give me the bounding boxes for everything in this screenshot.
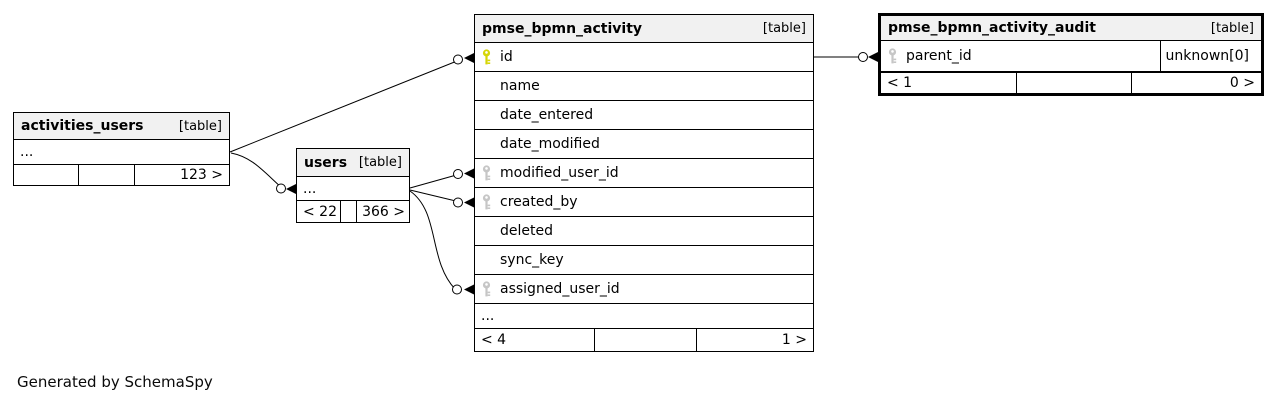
relationship-connector-activity-to-audit — [814, 52, 878, 62]
table-header: pmse_bpmn_activity [table] — [475, 15, 813, 43]
table-activities-users[interactable]: activities_users [table] ... 123 > — [13, 112, 230, 186]
table-tag: [table] — [762, 21, 806, 36]
ellipsis-text: ... — [303, 180, 317, 197]
table-header: pmse_bpmn_activity_audit [table] — [881, 16, 1261, 41]
column-row-assigned-user-id: assigned_user_id — [475, 275, 813, 304]
column-row-name: name — [475, 72, 813, 101]
no-key-spacer — [481, 223, 493, 239]
column-row-sync-key: sync_key — [475, 246, 813, 275]
table-tag: [table] — [1210, 20, 1254, 36]
column-row-date-entered: date_entered — [475, 101, 813, 130]
table-name: users — [304, 154, 348, 171]
column-type: unknown[0] — [1160, 41, 1255, 71]
footer-cell — [594, 329, 696, 351]
generator-credit: Generated by SchemaSpy — [17, 373, 213, 391]
ellipsis-text: ... — [481, 308, 495, 324]
column-name: assigned_user_id — [500, 281, 620, 297]
foreign-key-icon — [481, 165, 493, 181]
column-name: modified_user_id — [500, 165, 619, 181]
footer-children-count: 366 > — [356, 201, 409, 222]
table-footer: < 22 366 > — [297, 201, 409, 222]
relationship-connector-activities-to-users — [230, 152, 296, 194]
table-tag: [table] — [358, 155, 402, 170]
relationship-connector-users-to-created-by — [409, 189, 474, 208]
column-name: id — [500, 49, 513, 65]
ellipsis-text: ... — [20, 144, 34, 160]
column-name: created_by — [500, 194, 578, 210]
column-row-parent-id: parent_id unknown[0] — [881, 41, 1261, 72]
column-row-id: id — [475, 43, 813, 72]
foreign-key-icon — [887, 48, 899, 64]
table-footer: 123 > — [14, 165, 229, 185]
no-key-spacer — [481, 107, 493, 123]
table-pmse-bpmn-activity[interactable]: pmse_bpmn_activity [table] id name date_… — [474, 14, 814, 352]
footer-cell — [78, 165, 134, 185]
foreign-key-icon — [481, 281, 493, 297]
relationship-connector-users-to-modified-user-id — [409, 168, 474, 189]
column-name: date_entered — [500, 107, 594, 123]
table-name: pmse_bpmn_activity — [482, 20, 643, 37]
footer-cell — [14, 165, 78, 185]
foreign-key-icon — [481, 194, 493, 210]
footer-parents-count: < 22 — [303, 203, 337, 220]
column-name: sync_key — [500, 252, 564, 268]
column-name: parent_id — [906, 48, 972, 64]
footer-children-count: 0 > — [1131, 73, 1261, 93]
table-footer: < 1 0 > — [881, 72, 1261, 93]
primary-key-icon — [481, 49, 493, 65]
table-tag: [table] — [178, 118, 222, 134]
columns-ellipsis-row: ... — [297, 177, 409, 201]
table-header: activities_users [table] — [14, 113, 229, 140]
relationship-connector-users-to-assigned-user-id — [409, 190, 474, 295]
column-row-modified-user-id: modified_user_id — [475, 159, 813, 188]
footer-parents-count: < 1 — [887, 75, 913, 91]
footer-cell — [340, 201, 356, 222]
table-name: pmse_bpmn_activity_audit — [888, 20, 1096, 36]
columns-ellipsis-row: ... — [475, 303, 813, 329]
columns-ellipsis-row: ... — [14, 140, 229, 165]
footer-children-count: 1 > — [696, 329, 813, 351]
column-row-deleted: deleted — [475, 217, 813, 246]
table-header: users [table] — [297, 149, 409, 177]
table-name: activities_users — [21, 118, 144, 134]
table-pmse-bpmn-activity-audit[interactable]: pmse_bpmn_activity_audit [table] parent_… — [878, 13, 1264, 96]
column-name: name — [500, 78, 540, 94]
column-name: deleted — [500, 223, 553, 239]
no-key-spacer — [481, 136, 493, 152]
footer-cell — [1016, 73, 1131, 93]
table-users[interactable]: users [table] ... < 22 366 > — [296, 148, 410, 223]
column-name: date_modified — [500, 136, 600, 152]
no-key-spacer — [481, 252, 493, 268]
column-row-created-by: created_by — [475, 188, 813, 217]
relationship-connector-activities-to-activity — [229, 53, 474, 153]
footer-parents-count: < 4 — [481, 332, 507, 348]
table-footer: < 4 1 > — [475, 329, 813, 351]
column-row-date-modified: date_modified — [475, 130, 813, 159]
no-key-spacer — [481, 78, 493, 94]
footer-children-count: 123 > — [134, 165, 229, 185]
